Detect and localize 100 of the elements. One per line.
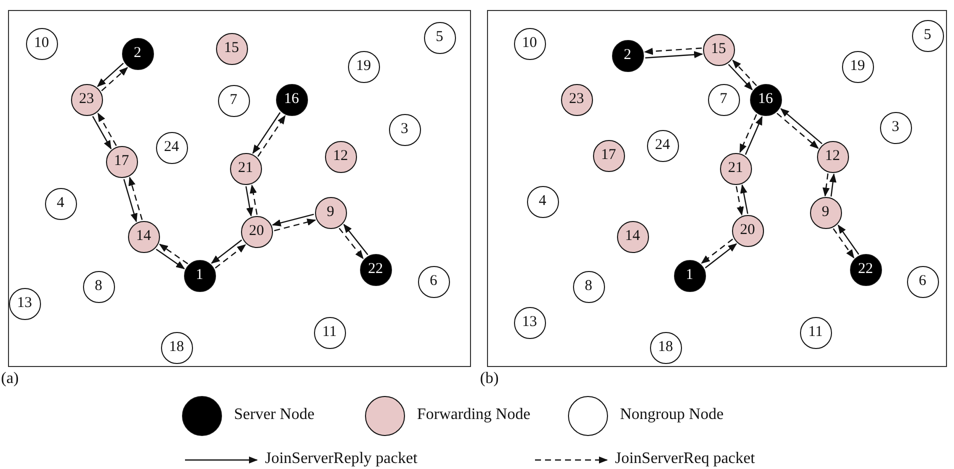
network-node — [122, 38, 154, 70]
network-node — [816, 140, 848, 172]
network-node — [906, 266, 938, 298]
network-node — [616, 220, 648, 252]
packet-arrow — [92, 116, 112, 150]
node-number: 4 — [56, 196, 64, 211]
network-node — [184, 260, 216, 292]
legend-text: JoinServerReply packet — [265, 450, 418, 468]
network-node — [592, 140, 624, 172]
node-number: 5 — [924, 28, 932, 43]
packet-arrow — [732, 60, 757, 86]
packet-arrow — [832, 228, 854, 259]
packet-arrow — [343, 224, 368, 256]
network-node — [732, 214, 764, 246]
packet-arrow — [838, 224, 860, 255]
network-node — [708, 84, 740, 116]
network-node — [810, 196, 842, 228]
node-number: 22 — [858, 262, 873, 277]
node-number: 20 — [249, 224, 264, 239]
network-node — [70, 84, 102, 116]
node-number: 6 — [918, 274, 926, 289]
network-node — [418, 266, 450, 298]
node-number: 3 — [892, 120, 900, 135]
node-number: 1 — [196, 268, 204, 283]
node-number: 4 — [538, 194, 546, 209]
node-number: 12 — [333, 149, 348, 164]
node-number: 12 — [825, 149, 840, 164]
node-number: 10 — [522, 36, 537, 51]
packet-arrow — [156, 248, 186, 270]
node-number: 16 — [758, 92, 773, 107]
network-node — [702, 34, 734, 66]
packet-arrow — [214, 244, 246, 268]
node-number: 2 — [134, 46, 142, 61]
node-number: 22 — [368, 262, 383, 277]
node-number: 5 — [436, 30, 444, 45]
network-node — [912, 20, 944, 52]
node-number: 23 — [79, 92, 94, 107]
packet-arrow — [272, 214, 314, 226]
packet-arrow — [123, 179, 138, 222]
network-node — [526, 186, 558, 218]
node-number: 21 — [728, 161, 743, 176]
node-number: 18 — [658, 340, 673, 355]
node-number: 13 — [522, 315, 537, 330]
network-node — [424, 22, 456, 54]
network-node — [880, 112, 912, 144]
packet-arrow — [644, 48, 702, 55]
network-node — [106, 146, 138, 178]
network-node — [750, 84, 782, 116]
node-number: 1 — [686, 268, 694, 283]
network-node — [674, 260, 706, 292]
node-number: 7 — [720, 92, 728, 107]
network-node — [646, 130, 678, 162]
packet-arrow — [704, 243, 738, 268]
node-number: 8 — [94, 279, 102, 294]
node-number: 11 — [808, 325, 823, 340]
node-number: 18 — [169, 340, 184, 355]
network-node — [560, 84, 592, 116]
network-node — [230, 152, 262, 184]
network-node — [44, 188, 76, 220]
network-node — [360, 254, 392, 286]
network-node — [612, 40, 644, 72]
node-number: 2 — [624, 48, 632, 63]
network-node — [388, 114, 420, 146]
packet-arrow — [274, 218, 316, 232]
node-number: 9 — [326, 205, 334, 220]
network-node — [720, 152, 752, 184]
packet-arrow — [97, 112, 117, 146]
network-node — [514, 306, 546, 338]
packet-arrow — [96, 62, 124, 87]
network-node — [276, 84, 308, 116]
packet-arrow — [728, 64, 753, 90]
network-node — [842, 50, 874, 82]
packet-arrow — [245, 186, 254, 217]
node-number: 9 — [822, 205, 830, 220]
packet-arrow — [101, 67, 128, 92]
node-number: 14 — [625, 229, 640, 244]
legend-text: Nongroup Node — [620, 406, 724, 424]
network-node — [324, 140, 356, 172]
packet-arrow — [257, 115, 286, 157]
network-node — [800, 316, 832, 348]
network-node — [514, 28, 546, 60]
node-number: 24 — [655, 138, 670, 153]
packet-arrow — [158, 244, 188, 264]
node-number: 10 — [34, 36, 49, 51]
network-node — [348, 50, 380, 82]
packet-arrow — [252, 112, 281, 154]
network-node — [8, 288, 40, 320]
packet-arrow — [250, 184, 258, 215]
node-number: 17 — [601, 148, 616, 163]
packet-arrow — [822, 173, 830, 197]
packet-arrow — [829, 173, 836, 197]
packet-arrow — [645, 51, 704, 58]
node-number: 23 — [569, 92, 584, 107]
network-node — [216, 32, 248, 64]
network-node — [26, 28, 58, 60]
network-node — [850, 254, 882, 286]
node-number: 13 — [17, 296, 32, 311]
legend-text: Server Node — [234, 406, 314, 424]
packet-arrow — [736, 186, 744, 216]
node-number: 19 — [850, 59, 865, 74]
